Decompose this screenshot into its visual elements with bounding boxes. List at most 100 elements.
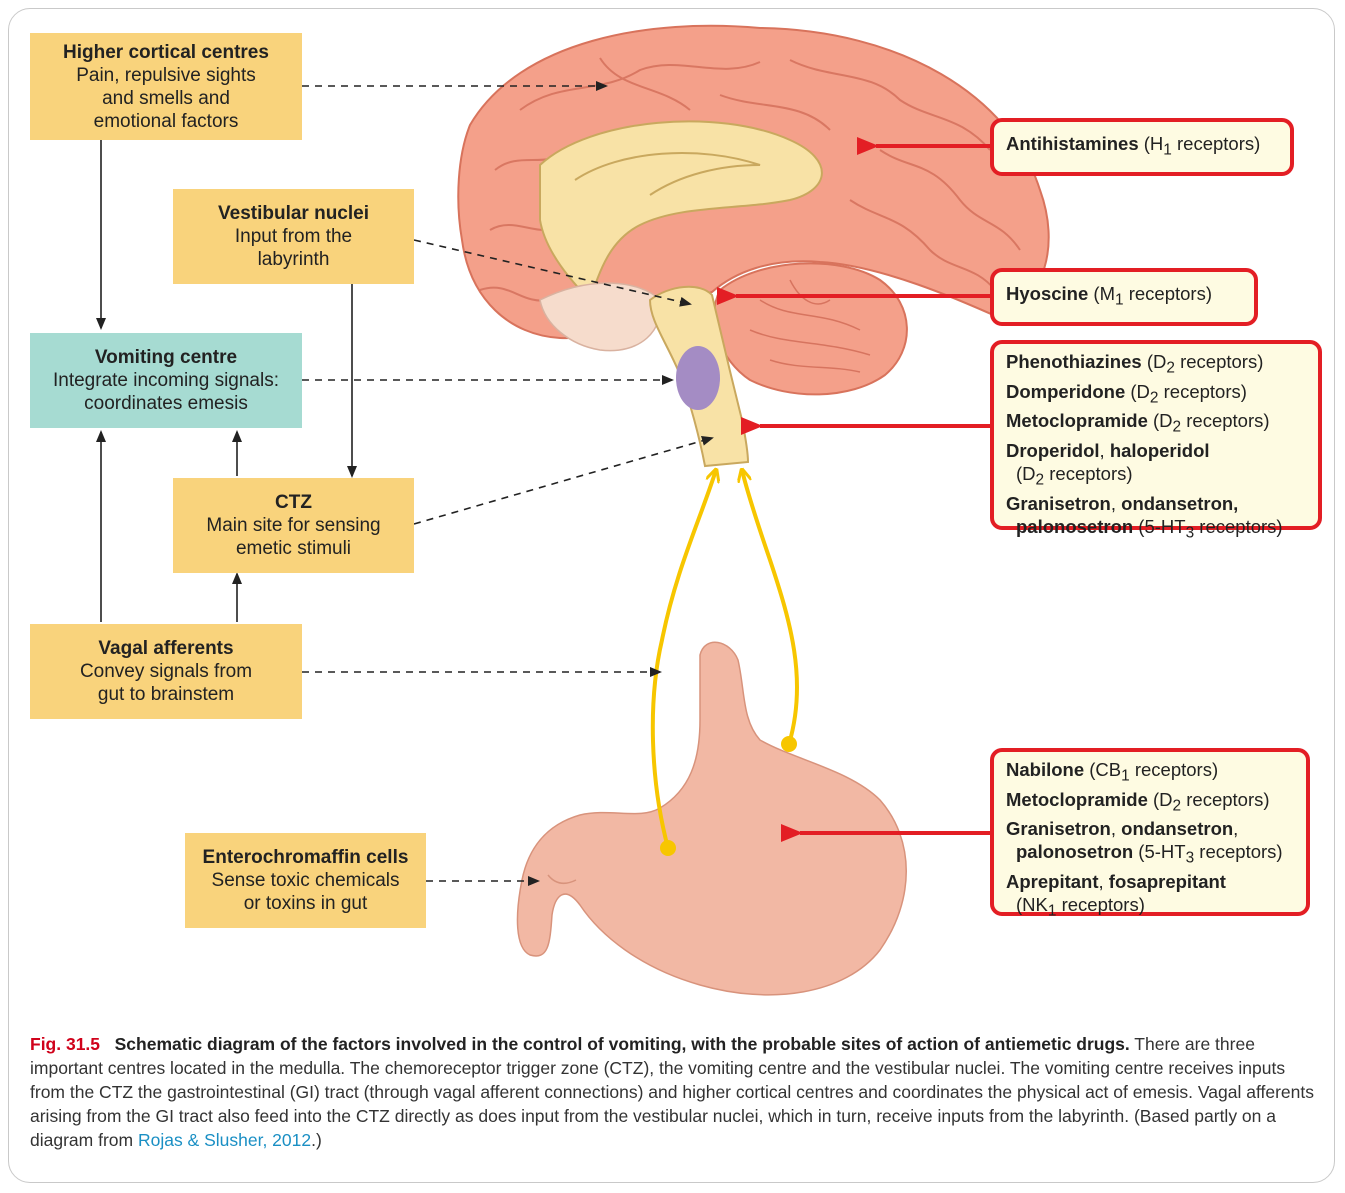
drug-receptor: receptors) <box>1044 463 1133 485</box>
drug-name: ondansetron <box>1121 818 1234 840</box>
vagal-nerve-right <box>742 470 800 745</box>
box-text: Main site for sensing <box>206 515 381 536</box>
box-text: labyrinth <box>257 249 330 270</box>
gut-drugs-box: Nabilone (CB1 receptors) Metoclopramide … <box>990 748 1310 920</box>
drug-name: palonosetron <box>1016 515 1134 537</box>
receptor-subscript: 2 <box>1035 471 1045 489</box>
drug-line: Droperidol, haloperidol <box>1006 439 1306 462</box>
separator: , <box>1233 818 1239 840</box>
caption-end: .) <box>311 1130 322 1150</box>
box-title: Enterochromaffin cells <box>202 847 409 868</box>
drug-name: Granisetron <box>1006 818 1111 840</box>
drug-receptor: receptors) <box>1181 410 1270 432</box>
receptor-subscript: 2 <box>1166 359 1175 377</box>
cerebellum-folia <box>749 279 871 373</box>
anatomy-illustration <box>96 24 1050 996</box>
receptor-subscript: 1 <box>1047 902 1057 920</box>
drug-receptor: (D <box>1147 788 1173 810</box>
box-title: Vomiting centre <box>94 347 238 368</box>
box-title: Vagal afferents <box>98 638 234 659</box>
drug-name: Nabilone <box>1006 759 1085 780</box>
drug-line: Nabilone (CB1 receptors) <box>1006 758 1294 788</box>
drug-name: Aprepitant <box>1006 871 1099 893</box>
box-text: Integrate incoming signals: <box>52 370 279 391</box>
drug-receptor: (H <box>1138 133 1164 155</box>
drug-line: (D2 receptors) <box>1006 462 1306 492</box>
drug-receptor: (D <box>1016 463 1036 485</box>
higher-cortical-centres-box: Higher cortical centres Pain, repulsive … <box>30 33 302 140</box>
drug-name: Granisetron <box>1006 492 1111 514</box>
drug-receptor: receptors) <box>1194 515 1283 537</box>
drug-receptor: (NK <box>1016 894 1048 916</box>
drug-receptor: receptors) <box>1123 283 1212 305</box>
vestibular-nuclei-box: Vestibular nuclei Input from the labyrin… <box>173 189 414 284</box>
vagal-afferents-box: Vagal afferents Convey signals from gut … <box>30 624 302 719</box>
temporal-lobe <box>539 282 662 352</box>
drug-name: haloperidol <box>1109 440 1210 462</box>
drug-name: Droperidol <box>1006 440 1100 462</box>
caption-body: There are three important centres locate… <box>30 1034 1314 1150</box>
box-text: Pain, repulsive sights <box>76 64 256 86</box>
drug-receptor: receptors) <box>1158 380 1247 402</box>
figure-caption: Fig. 31.5 Schematic diagram of the facto… <box>30 1032 1320 1152</box>
separator: , <box>1110 818 1122 840</box>
box-text: or toxins in gut <box>243 893 368 914</box>
drug-receptor: receptors) <box>1171 133 1261 155</box>
drug-receptor: (5-HT <box>1133 841 1186 863</box>
cerebellum <box>713 262 908 396</box>
drug-name: Domperidone <box>1006 380 1126 402</box>
receptor-subscript: 2 <box>1172 419 1182 437</box>
reference-link[interactable]: Rojas & Slusher, 2012 <box>137 1130 312 1150</box>
drug-name: Hyoscine <box>1006 283 1089 305</box>
stomach <box>516 641 907 996</box>
drug-receptor: receptors) <box>1056 894 1145 916</box>
figure-frame <box>8 8 1335 1183</box>
drug-line: Metoclopramide (D2 receptors) <box>1006 788 1294 818</box>
drug-name: Phenothiazines <box>1006 351 1142 372</box>
medulla-spot <box>676 346 720 410</box>
receptor-subscript: 3 <box>1185 850 1195 868</box>
box-text: coordinates emesis <box>84 393 248 414</box>
box-title: Higher cortical centres <box>63 41 269 63</box>
drug-name: Metoclopramide <box>1006 788 1148 810</box>
receptor-subscript: 2 <box>1149 389 1159 407</box>
box-text: Input from the <box>234 226 353 247</box>
box-text: Convey signals from <box>79 661 253 682</box>
enterochromaffin-cells-box: Enterochromaffin cells Sense toxic chemi… <box>185 833 426 928</box>
receptor-subscript: 1 <box>1114 291 1124 309</box>
drug-name: Metoclopramide <box>1006 410 1148 432</box>
vomiting-centre-box: Vomiting centre Integrate incoming signa… <box>30 333 302 428</box>
caption-title: Schematic diagram of the factors involve… <box>114 1034 1130 1054</box>
receptor-subscript: 1 <box>1163 141 1172 159</box>
drug-name: ondansetron, <box>1121 492 1239 514</box>
drug-receptor: (D <box>1147 410 1173 432</box>
drug-line: palonosetron (5-HT3 receptors) <box>1006 515 1306 545</box>
drug-receptor: (D <box>1125 380 1150 402</box>
box-text: emetic stimuli <box>235 538 352 559</box>
box-text: emotional factors <box>93 110 239 132</box>
receptor-subscript: 1 <box>1121 767 1130 785</box>
separator: , <box>1098 871 1109 893</box>
antihistamines-drug-box: Antihistamines (H1 receptors) <box>990 118 1294 176</box>
drug-line: Granisetron, ondansetron, <box>1006 817 1294 840</box>
separator: , <box>1110 492 1122 514</box>
box-title: CTZ <box>275 492 312 513</box>
box-text: gut to brainstem <box>97 684 235 705</box>
box-title: Vestibular nuclei <box>218 203 369 224</box>
drug-receptor: receptors) <box>1129 759 1219 780</box>
receptor-subscript: 3 <box>1185 524 1195 542</box>
drug-name: fosaprepitant <box>1108 871 1226 893</box>
drug-name: Antihistamines <box>1006 133 1139 155</box>
box-text: Sense toxic chemicals <box>211 870 400 891</box>
drug-line: (NK1 receptors) <box>1006 893 1294 923</box>
drug-line: Domperidone (D2 receptors) <box>1006 380 1306 410</box>
receptor-subscript: 2 <box>1172 797 1182 815</box>
drug-receptor: receptors) <box>1181 788 1270 810</box>
drug-line: Phenothiazines (D2 receptors) <box>1006 350 1306 380</box>
box-text: and smells and <box>102 87 230 109</box>
drug-line: palonosetron (5-HT3 receptors) <box>1006 840 1294 870</box>
drug-receptor: (CB <box>1084 759 1122 780</box>
separator: , <box>1099 440 1110 462</box>
figure-number: Fig. 31.5 <box>30 1034 101 1054</box>
drug-name: palonosetron <box>1016 841 1134 863</box>
